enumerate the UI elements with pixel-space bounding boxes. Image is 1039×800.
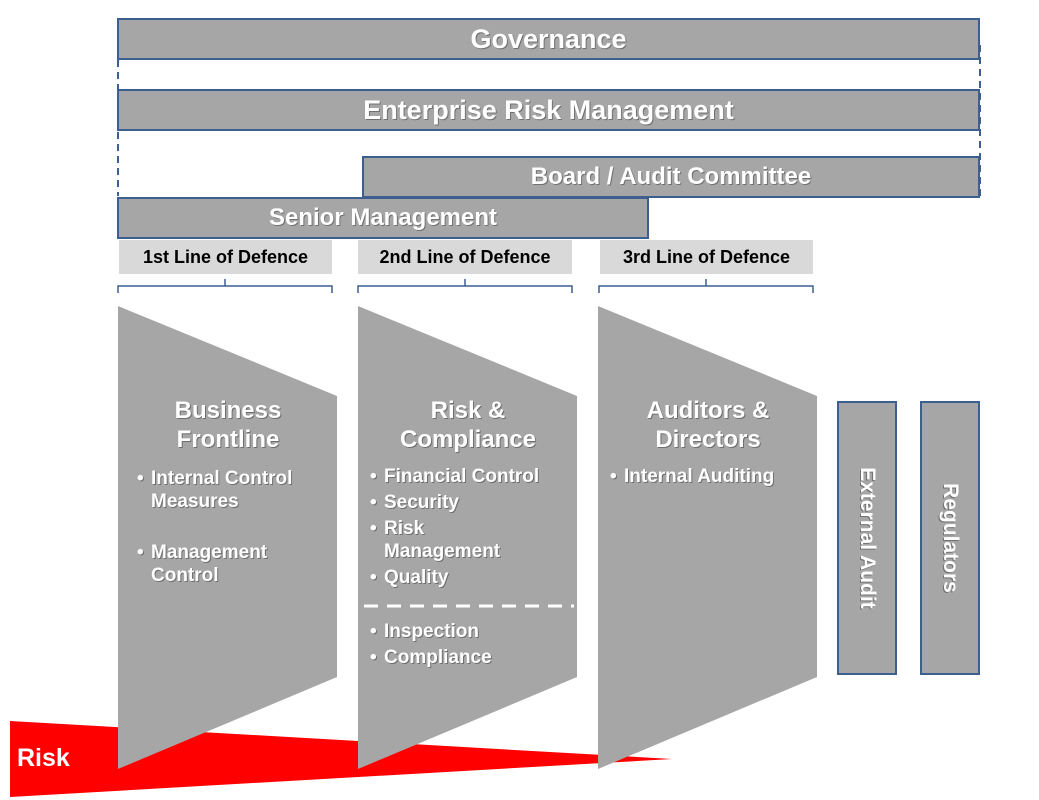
first-line-label: 1st Line of Defence bbox=[119, 240, 332, 274]
third-line-bracket bbox=[598, 279, 814, 293]
board-label: Board / Audit Committee bbox=[530, 163, 812, 190]
auditors-directors-title-line2: Directors bbox=[655, 426, 761, 453]
business-frontline-shape bbox=[118, 306, 337, 769]
second-line-bracket bbox=[357, 279, 573, 293]
risk-compliance-title: Risk & Compliance bbox=[358, 396, 578, 454]
list-item: Financial Control bbox=[370, 465, 569, 488]
risk-compliance-list-after-divider: Inspection Compliance bbox=[370, 620, 569, 669]
auditors-directors-list: Internal Auditing bbox=[610, 465, 809, 488]
business-frontline-list: Internal Control Measures Management Con… bbox=[137, 467, 326, 587]
risk-compliance-title-line1: Risk & bbox=[430, 397, 506, 424]
business-frontline-title-line2: Frontline bbox=[176, 426, 280, 453]
list-item: Quality bbox=[370, 566, 569, 589]
auditors-directors-title: Auditors & Directors bbox=[598, 396, 818, 454]
regulators-label: Regulators bbox=[939, 483, 962, 593]
business-frontline-title-line1: Business bbox=[174, 397, 282, 424]
first-line-bracket bbox=[117, 279, 333, 293]
external-audit-box: External Audit bbox=[837, 401, 897, 675]
second-line-label: 2nd Line of Defence bbox=[358, 240, 572, 274]
list-item: Risk Management bbox=[370, 517, 524, 563]
senior-management-bar: Senior Management bbox=[117, 197, 649, 239]
board-bar: Board / Audit Committee bbox=[362, 156, 980, 198]
senior-management-label: Senior Management bbox=[268, 204, 498, 231]
erm-label: Enterprise Risk Management bbox=[363, 95, 734, 125]
list-item: Inspection bbox=[370, 620, 569, 643]
regulators-box: Regulators bbox=[920, 401, 980, 675]
auditors-directors-shape bbox=[598, 306, 817, 769]
business-frontline-title: Business Frontline bbox=[118, 396, 338, 454]
list-item: Internal Control Measures bbox=[137, 467, 326, 513]
governance-bar: Governance bbox=[117, 18, 980, 60]
risk-compliance-list: Financial Control Security Risk Manageme… bbox=[370, 465, 569, 589]
third-line-label: 3rd Line of Defence bbox=[600, 240, 813, 274]
list-item: Compliance bbox=[370, 646, 569, 669]
external-audit-label: External Audit bbox=[856, 467, 879, 609]
erm-bar: Enterprise Risk Management bbox=[117, 89, 980, 131]
risk-label: Risk bbox=[17, 744, 70, 772]
auditors-directors-title-line1: Auditors & bbox=[646, 397, 770, 424]
list-item: Internal Auditing bbox=[610, 465, 809, 488]
list-item: Management Control bbox=[137, 541, 326, 587]
list-item: Security bbox=[370, 491, 569, 514]
risk-compliance-title-line2: Compliance bbox=[399, 426, 537, 453]
governance-label: Governance bbox=[470, 24, 627, 54]
